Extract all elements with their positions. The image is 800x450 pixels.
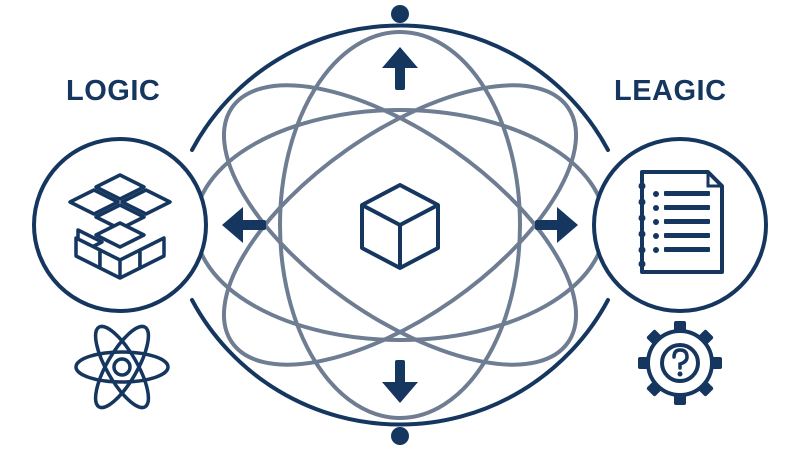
logic-title: LOGIC — [66, 75, 161, 107]
arrow-up-icon — [382, 47, 418, 90]
question-gear-icon — [638, 321, 722, 405]
top-node — [391, 5, 409, 23]
outer-ring-bottom-arc — [190, 298, 610, 427]
cube-icon — [360, 183, 440, 270]
arrow-left-icon — [222, 207, 266, 243]
atom-icon — [74, 324, 170, 410]
outer-ring-top-arc — [190, 23, 610, 152]
orbit-tilted-b — [221, 83, 579, 367]
arrow-down-icon — [382, 360, 418, 403]
document-list-icon — [638, 170, 724, 274]
orbit-ellipses — [193, 30, 607, 420]
orbit-vertical — [278, 30, 522, 420]
outer-ring — [190, 23, 610, 427]
stacked-boxes-icon — [68, 173, 172, 280]
leagic-title: LEAGIC — [614, 75, 727, 107]
orbit-tilted-a — [221, 83, 579, 367]
bottom-node — [391, 427, 409, 445]
arrow-right-icon — [535, 207, 578, 243]
